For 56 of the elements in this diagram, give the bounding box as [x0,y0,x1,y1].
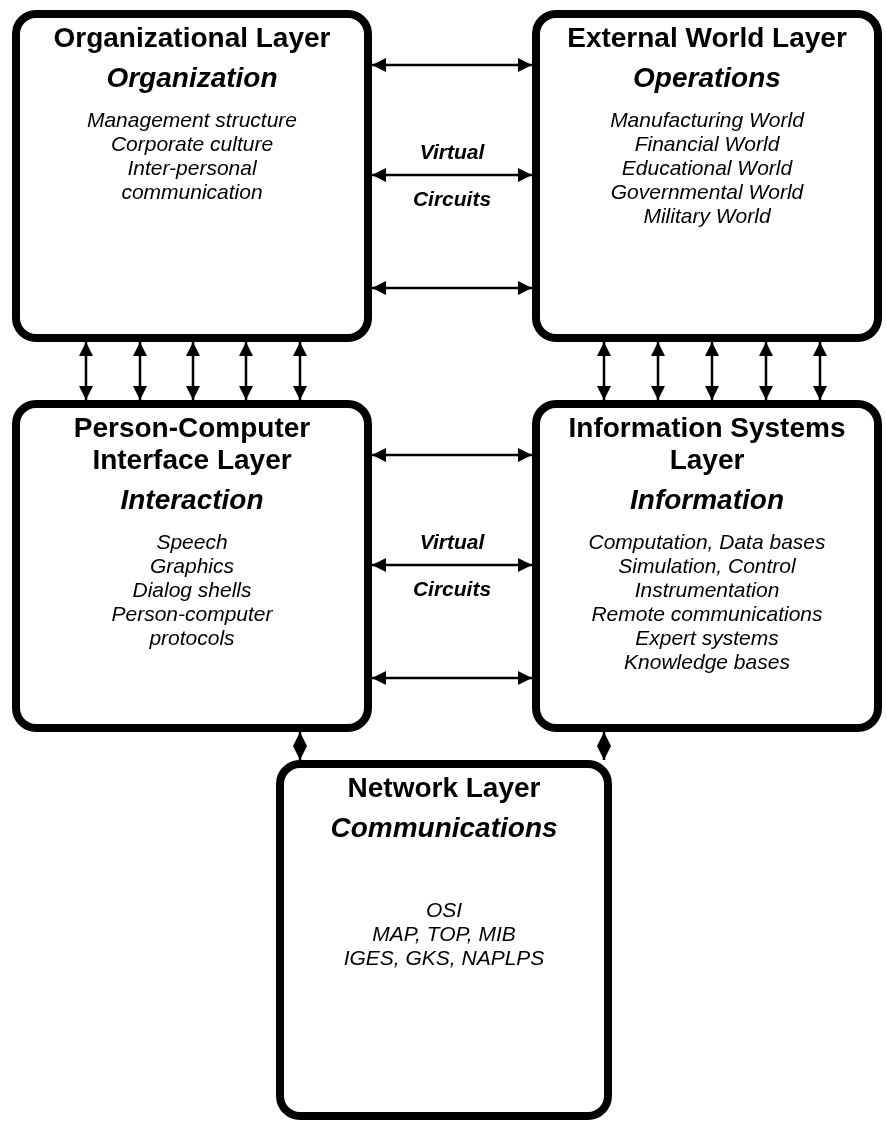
list-item: Instrumentation [634,578,780,602]
list-item: Governmental World [610,180,804,204]
double-arrow [372,58,532,72]
layer-subtitle: Communications [330,812,558,844]
layer-title: Network Layer [347,772,541,804]
list-item: Educational World [621,156,793,180]
list-item: Dialog shells [132,578,252,602]
double-arrow [372,168,532,182]
list-item: Speech [156,530,228,554]
double-arrow [186,342,200,400]
list-item: Military World [643,204,771,228]
double-arrow [293,732,307,760]
layer-subtitle: Organization [106,62,278,94]
edge-label: Virtual Circuits [411,139,493,212]
list-item: OSI [425,898,463,922]
double-arrow [813,342,827,400]
double-arrow [597,342,611,400]
layer-box [532,10,882,342]
layer-box [532,400,882,732]
double-arrow [372,448,532,462]
list-item: Knowledge bases [624,650,790,674]
double-arrow [651,342,665,400]
double-arrow [133,342,147,400]
list-item: Management structure [86,108,298,132]
list-item: Expert systems [635,626,779,650]
layer-box [276,760,612,1120]
edge-label: Virtual Circuits [411,529,493,602]
double-arrow [239,342,253,400]
layer-title: Person-Computer Interface Layer [72,412,312,476]
layer-title: Organizational Layer [53,22,331,54]
layer-subtitle: Interaction [120,484,264,516]
list-item: Person-computer protocols [110,602,274,650]
double-arrow [372,281,532,295]
layer-title: External World Layer [567,22,847,54]
list-item: IGES, GKS, NAPLPS [343,946,545,970]
list-item: Manufacturing World [610,108,804,132]
double-arrow [372,558,532,572]
layer-box [12,400,372,732]
layer-subtitle: Operations [633,62,781,94]
list-item: Inter-personal communication [120,156,264,204]
list-item: Corporate culture [110,132,274,156]
double-arrow [705,342,719,400]
list-item: Simulation, Control [618,554,796,578]
list-item: MAP, TOP, MIB [372,922,516,946]
layer-box [12,10,372,342]
list-item: Computation, Data bases [588,530,826,554]
list-item: Graphics [150,554,234,578]
double-arrow [372,671,532,685]
list-item: Remote communications [591,602,823,626]
double-arrow [597,732,611,760]
list-item: Financial World [634,132,780,156]
double-arrow [759,342,773,400]
layer-title: Information Systems Layer [567,412,847,476]
double-arrow [79,342,93,400]
double-arrow [293,342,307,400]
layer-subtitle: Information [630,484,784,516]
